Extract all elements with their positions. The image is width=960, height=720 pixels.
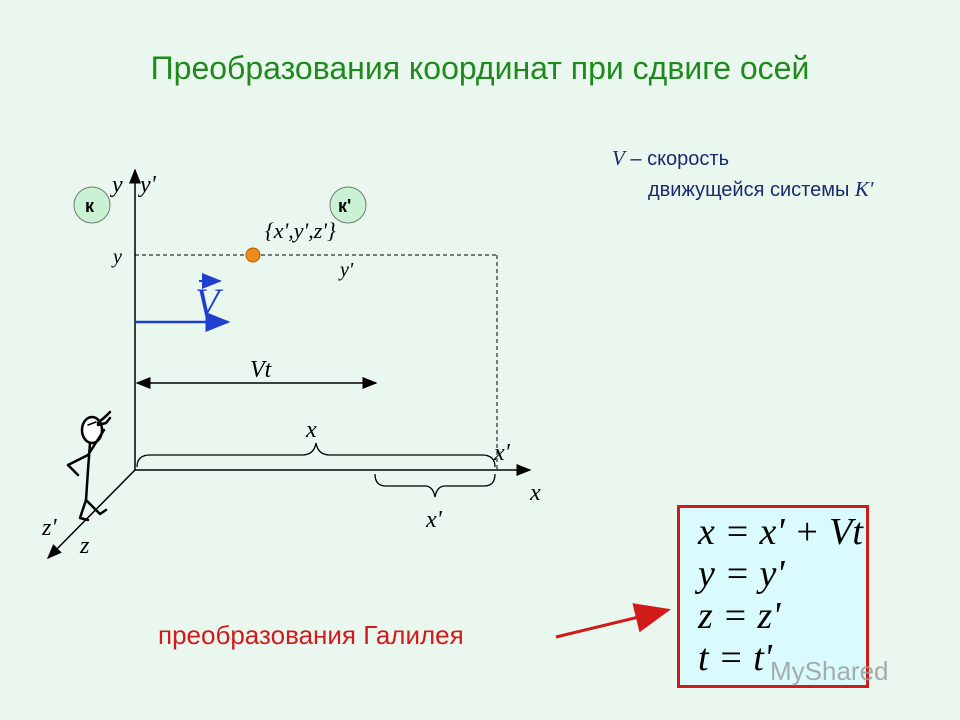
formula-x: x = x' + Vt [698,511,863,553]
axis-z-prime-label: z' [41,515,57,541]
tick-y-prime-label: y' [338,259,354,281]
x-brace [136,442,496,468]
x-prime-brace [374,473,496,498]
frame-k-label: к [85,196,95,216]
axis-y-label: y [110,172,123,198]
frame-k-prime-label: к' [338,196,351,216]
point-coords-label: {x',y',z'} [265,218,336,243]
galileo-arrow [555,603,671,639]
formula-z: z = z' [698,595,781,637]
velocity-label: V [195,280,224,325]
galileo-label: преобразования Галилея [158,620,464,650]
brace-x-prime-label: x' [425,507,443,533]
frame-k-prime-badge [329,186,367,224]
system-symbol: K' [854,177,874,201]
tick-y-label: y [111,246,122,268]
axis-z-label: z [79,533,90,559]
observer-figure [66,410,112,522]
velocity-note-text: движущейся системы [648,179,855,201]
formula-t: t = t' [698,637,772,679]
velocity-symbol: V [612,146,625,170]
z-axis [46,469,136,560]
point-marker [245,247,261,263]
frame-k-badge [73,186,111,224]
x-prime-top-label: x' [493,440,511,466]
page-title: Преобразования координат при сдвиге осей [150,50,810,86]
axis-y-prime-label: y' [138,172,157,198]
watermark-logo: MyShared [770,656,889,686]
formula-box: x = x' + Vt y = y' z = z' t = t' [677,505,869,688]
velocity-note-line1: – скорость [624,148,729,170]
vt-label: Vt [250,357,273,383]
axis-x-label: x [529,480,541,506]
formula-y: y = y' [698,553,785,595]
brace-x-label: x [305,417,317,443]
velocity-note: V – скорость движущейся системы K' [612,143,873,205]
velocity-note-line2: движущейся системы K' [612,174,873,205]
